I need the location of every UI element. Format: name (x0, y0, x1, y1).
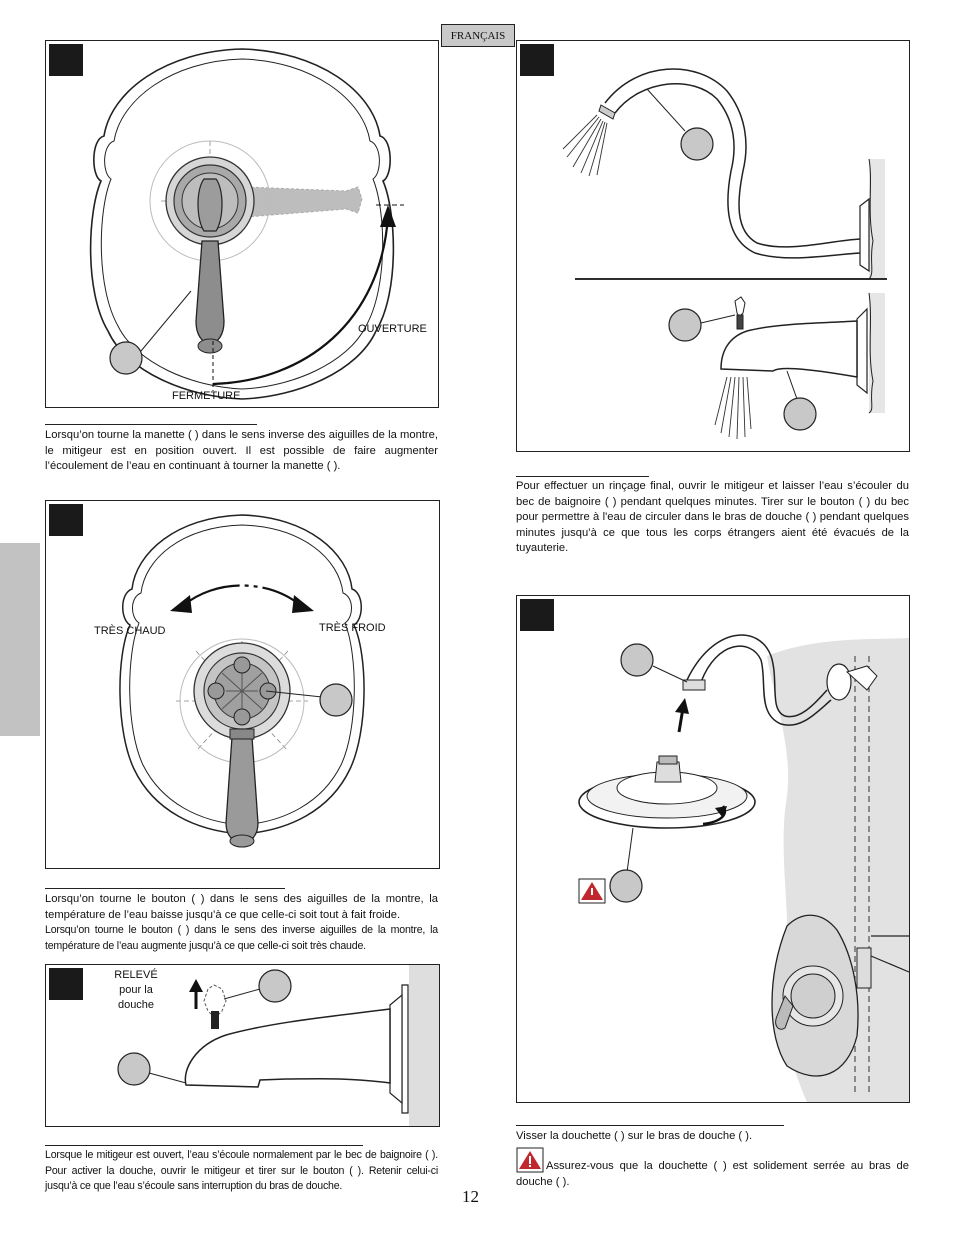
label-open: OUVERTURE (358, 323, 427, 335)
caption-rule (516, 1125, 784, 1126)
callout-circle (319, 683, 353, 717)
step-badge (49, 968, 83, 1000)
step-badge (49, 504, 83, 536)
warning-text: Assurez-vous que la douchette ( ) est so… (516, 1160, 909, 1188)
label-raised: RELEVÉ (114, 969, 158, 981)
step-badge (49, 44, 83, 76)
page-number: 12 (462, 1187, 479, 1206)
callout-circle (783, 397, 817, 431)
caption-rule (45, 1145, 363, 1146)
caption-rule (45, 888, 285, 889)
panel1-caption: Lorsqu’on tourne la manette ( ) dans le … (45, 429, 438, 472)
panel-flushing (516, 40, 910, 452)
step-badge (520, 44, 554, 76)
label-raised-for-shower: RELEVÉ pour la douche (108, 968, 164, 1013)
panel5-caption: Visser la douchette ( ) sur le bras de d… (516, 1130, 753, 1142)
language-tab-label: FRANÇAIS (450, 29, 506, 42)
step-badge (520, 599, 554, 631)
panel-diverter: RELEVÉ pour la douche (45, 964, 440, 1127)
tub-spout-illustration (117, 965, 439, 1126)
label-for: pour la (119, 984, 153, 996)
shower-arm-and-spout-illustration (562, 68, 887, 440)
side-section-tab (0, 543, 40, 736)
panel-temperature: TRÈS CHAUD TRÈS FROID (45, 500, 440, 869)
callout-circle (620, 643, 654, 677)
panel4-caption: Pour effectuer un rinçage final, ouvrir … (516, 480, 909, 554)
caption-rule (516, 476, 649, 477)
panel-handle-on-off: OUVERTURE FERMETURE (45, 40, 439, 408)
callout-circle (117, 1052, 151, 1086)
label-very-hot: TRÈS CHAUD (94, 625, 166, 637)
panel2-caption-b: Lorsqu’on tourne le bouton ( ) dans le s… (45, 924, 438, 952)
callout-circle (609, 869, 643, 903)
panel3-caption: Lorsque le mitigeur est ouvert, l’eau s’… (45, 1149, 438, 1192)
callout-circle (680, 127, 714, 161)
label-shower: douche (117, 999, 155, 1011)
temperature-knob-illustration (119, 514, 365, 848)
panel-showerhead (516, 595, 910, 1103)
escutcheon-handle-illustration (89, 48, 404, 400)
panel5-warning: Assurez-vous que la douchette ( ) est so… (516, 1159, 909, 1190)
callout-circle (258, 969, 292, 1003)
callout-circle (668, 308, 702, 342)
warning-icon (578, 878, 606, 904)
caption-rule (45, 424, 257, 425)
showerhead-install-illustration (578, 634, 909, 1102)
panel2-caption-a: Lorsqu’on tourne le bouton ( ) dans le s… (45, 893, 438, 921)
warning-icon (516, 1147, 544, 1173)
language-tab: FRANÇAIS (441, 24, 515, 47)
label-very-cold: TRÈS FROID (319, 622, 386, 634)
callout-circle (109, 341, 143, 375)
label-closed: FERMETURE (172, 390, 241, 402)
